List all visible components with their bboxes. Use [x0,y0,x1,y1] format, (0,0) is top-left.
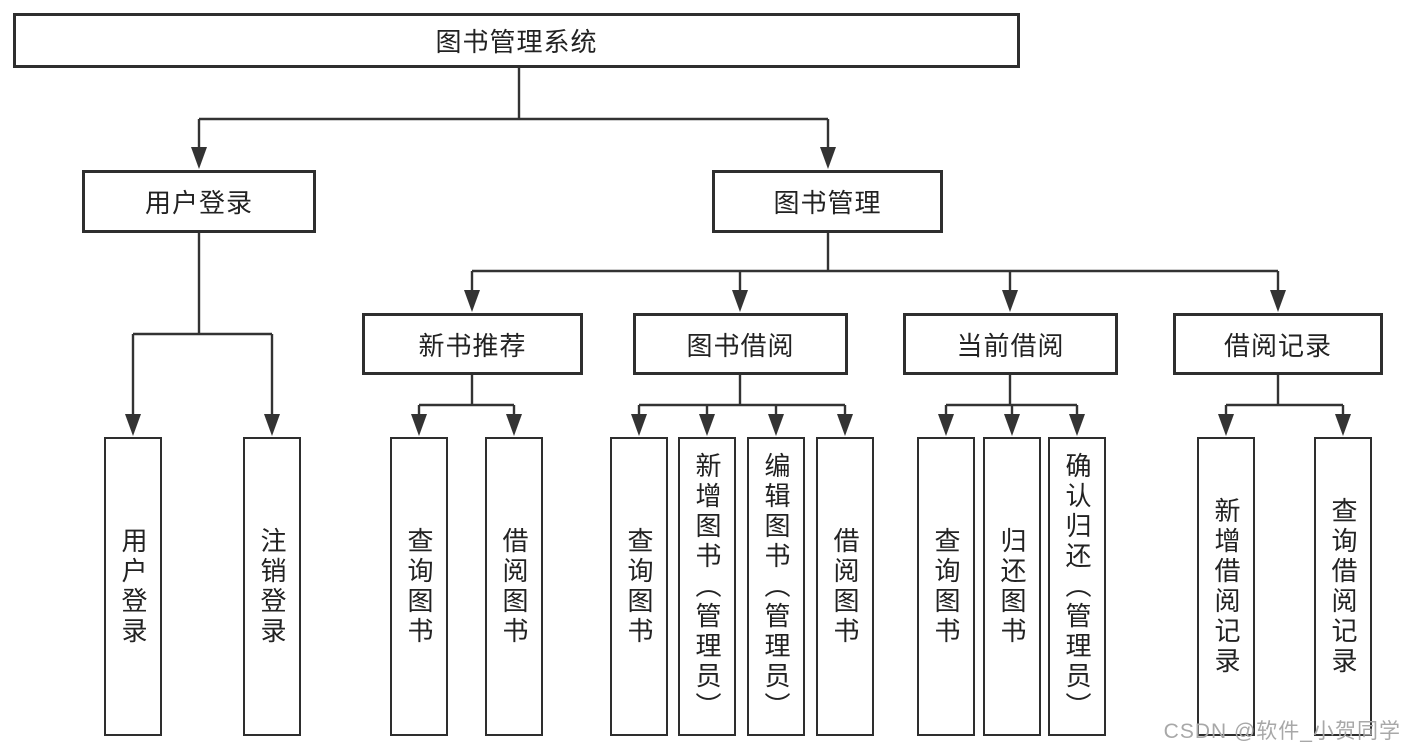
leaf-query-books-recommend: 查询图书 [390,437,448,736]
node-book-borrow: 图书借阅 [633,313,848,375]
leaf-add-books-admin: 新增图书（管理员） [678,437,736,736]
arrowheads [125,147,1351,436]
node-user-login: 用户登录 [82,170,316,233]
leaf-add-borrow-record: 新增借阅记录 [1197,437,1255,736]
node-book-management: 图书管理 [712,170,943,233]
csdn-watermark: CSDN @软件_小贺同学 [1163,720,1401,743]
leaf-return-books: 归还图书 [983,437,1041,736]
connector-strokes [131,68,1345,415]
node-root: 图书管理系统 [13,13,1020,68]
node-borrow-record: 借阅记录 [1173,313,1383,375]
leaf-query-books-borrow: 查询图书 [610,437,668,736]
leaf-confirm-return-admin: 确认归还（管理员） [1048,437,1106,736]
leaf-query-books-current: 查询图书 [917,437,975,736]
leaf-user-login: 用户登录 [104,437,162,736]
leaf-borrow-books: 借阅图书 [816,437,874,736]
leaf-query-borrow-record: 查询借阅记录 [1314,437,1372,736]
leaf-logout: 注销登录 [243,437,301,736]
node-current-borrow: 当前借阅 [903,313,1118,375]
leaf-edit-books-admin: 编辑图书（管理员） [747,437,805,736]
leaf-borrow-books-recommend: 借阅图书 [485,437,543,736]
node-new-book-recommend: 新书推荐 [362,313,583,375]
